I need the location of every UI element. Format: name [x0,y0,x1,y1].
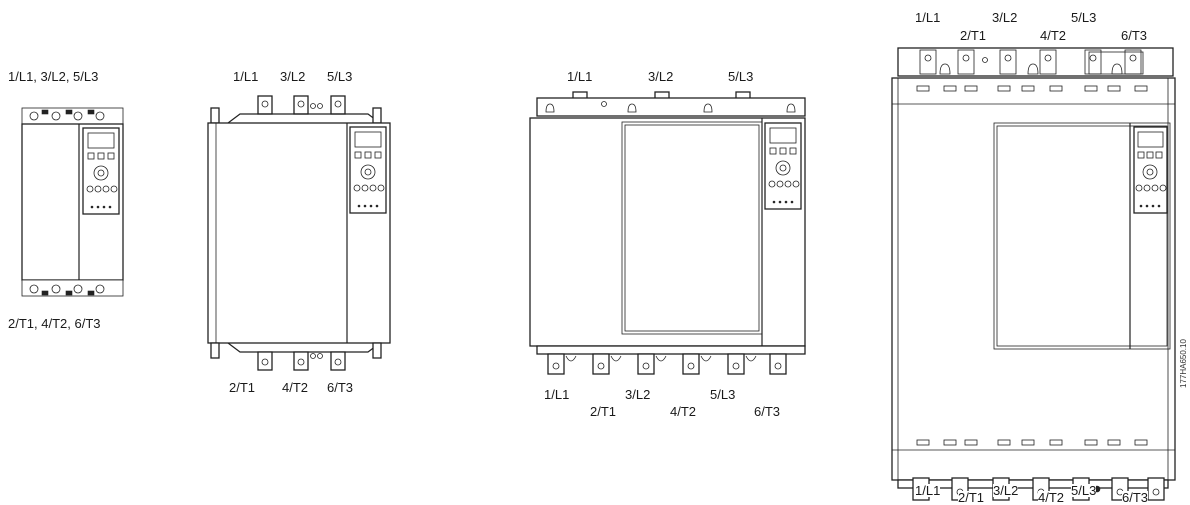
keypad-display [87,132,115,149]
label-large-bottom-2: 2/T1 [590,404,616,419]
bottom-terminal-strip [21,279,124,297]
label-medium-top-1: 1/L1 [233,69,258,84]
control-keypad [349,126,387,214]
label-xl-top-2: 2/T1 [960,28,986,43]
control-keypad [764,122,802,210]
label-medium-bottom-1: 2/T1 [229,380,255,395]
starter-large: 1/L1 3/L2 5/L3 1/L1 3/L2 [529,69,806,419]
label-xl-top-3: 3/L2 [992,10,1017,25]
label-large-top-1: 1/L1 [567,69,592,84]
label-xl-top-6: 6/T3 [1121,28,1147,43]
label-large-bottom-1: 1/L1 [544,387,569,402]
label-medium-bottom-2: 4/T2 [282,380,308,395]
top-terminal-block [897,47,1174,77]
label-xl-top-5: 5/L3 [1071,10,1096,25]
label-large-bottom-5: 5/L3 [710,387,735,402]
top-terminal-strip [21,107,124,125]
label-xl-top-4: 4/T2 [1040,28,1066,43]
starter-xlarge: 1/L1 3/L2 5/L3 2/T1 4/T2 6/T3 [891,10,1188,501]
label-large-top-2: 3/L2 [648,69,673,84]
label-small-bottom: 2/T1, 4/T2, 6/T3 [8,316,101,331]
starter-medium: 1/L1 3/L2 5/L3 2/T1 4/T2 6/T3 [207,69,391,395]
figure-id: 177HA650.10 [1179,339,1188,388]
label-medium-top-3: 5/L3 [327,69,352,84]
starter-small: 1/L1, 3/L2, 5/L3 2/T1, 4/T2, 6/T3 [8,69,124,331]
label-large-bottom-3: 3/L2 [625,387,650,402]
label-xl-top-1: 1/L1 [915,10,940,25]
large-body [529,117,806,347]
top-rail [536,97,806,117]
label-small-top: 1/L1, 3/L2, 5/L3 [8,69,98,84]
control-keypad [82,127,120,215]
label-medium-bottom-3: 6/T3 [327,380,353,395]
label-medium-top-2: 3/L2 [280,69,305,84]
label-large-bottom-6: 6/T3 [754,404,780,419]
label-large-bottom-4: 4/T2 [670,404,696,419]
label-large-top-3: 5/L3 [728,69,753,84]
xlarge-body [891,77,1176,481]
control-keypad [1133,126,1168,214]
